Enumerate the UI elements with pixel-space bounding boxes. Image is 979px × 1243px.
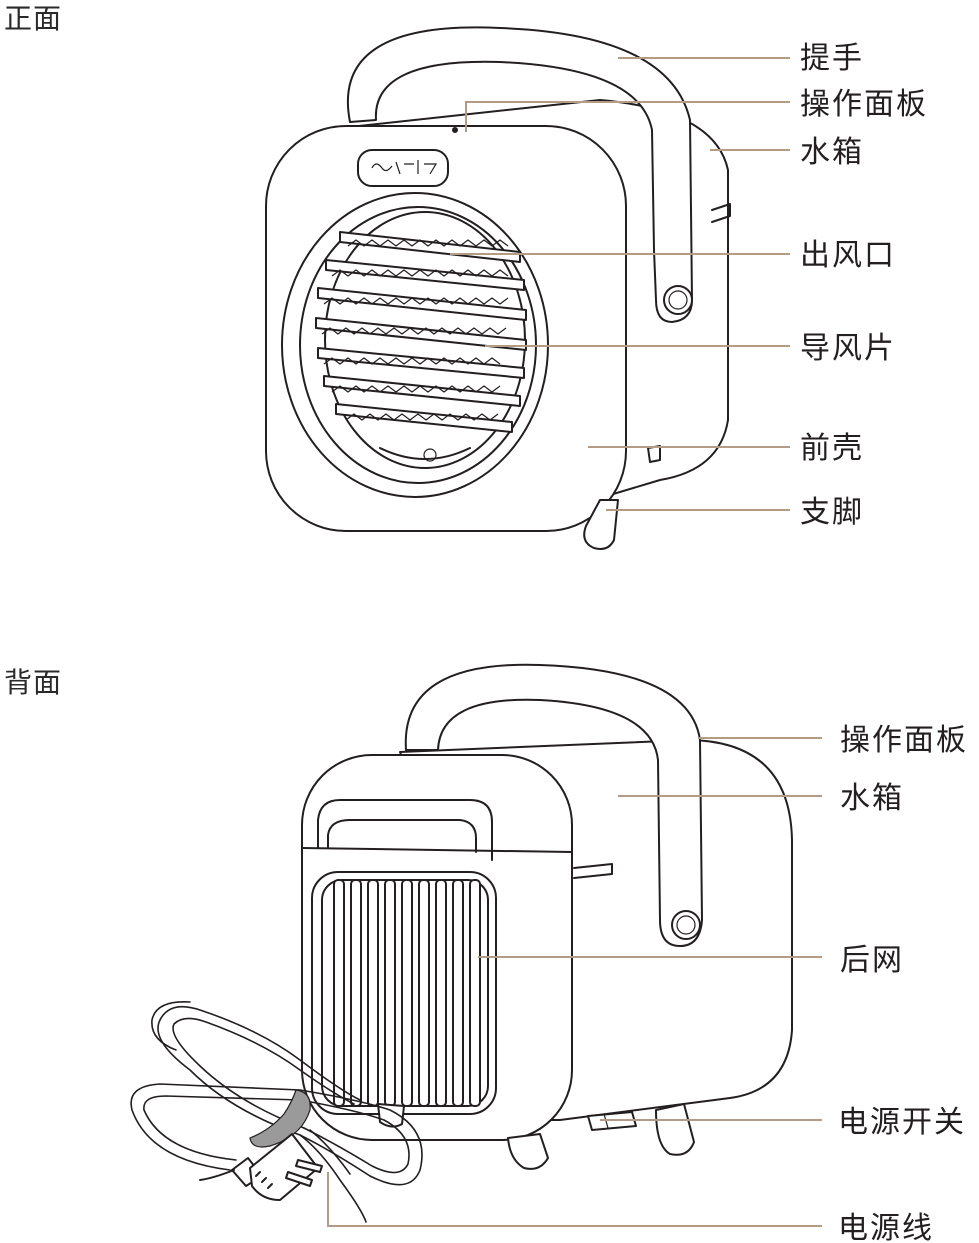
label-front-foot: 支脚 xyxy=(800,495,864,530)
back-power-cord xyxy=(130,1001,423,1223)
front-handle-knob xyxy=(663,285,693,315)
back-cord-band xyxy=(249,1089,311,1148)
front-foot-right xyxy=(583,499,619,550)
front-view-title: 正面 xyxy=(4,2,62,35)
label-back-rear-grille: 后网 xyxy=(840,943,904,978)
front-handle xyxy=(346,26,693,323)
front-mesh-pattern xyxy=(321,239,509,421)
label-back-water-tank: 水箱 xyxy=(840,781,904,816)
back-foot-right xyxy=(655,1103,695,1156)
back-power-plug xyxy=(199,1133,323,1201)
back-foot-left xyxy=(507,1133,549,1170)
label-front-louver: 导风片 xyxy=(800,331,896,366)
label-front-air-outlet: 出风口 xyxy=(800,238,896,273)
front-panel-indicator xyxy=(452,127,458,133)
label-front-handle: 提手 xyxy=(800,41,864,76)
label-back-power-switch: 电源开关 xyxy=(838,1105,966,1140)
back-leaders xyxy=(327,737,822,1227)
label-back-power-cord: 电源线 xyxy=(838,1211,934,1243)
front-foot-side xyxy=(647,445,661,463)
front-logo-mark xyxy=(371,160,438,175)
back-view-drawing xyxy=(130,663,793,1223)
back-water-tank-recess xyxy=(317,799,493,861)
label-front-water-tank: 水箱 xyxy=(800,135,864,170)
back-rear-grille-bars xyxy=(333,879,481,1107)
label-front-shell: 前壳 xyxy=(800,431,864,466)
back-view-title: 背面 xyxy=(4,666,62,699)
front-view-drawing xyxy=(265,26,731,550)
label-front-control-panel: 操作面板 xyxy=(800,87,928,122)
back-handle-knob xyxy=(671,910,701,940)
leader-back-power-cord xyxy=(327,1172,822,1227)
front-logo-badge xyxy=(357,149,449,187)
back-handle xyxy=(404,663,703,947)
leader-front-control-panel xyxy=(465,101,790,132)
label-back-control-panel: 操作面板 xyxy=(840,723,968,758)
front-leaders xyxy=(450,57,790,511)
front-tank-slot xyxy=(711,203,731,223)
